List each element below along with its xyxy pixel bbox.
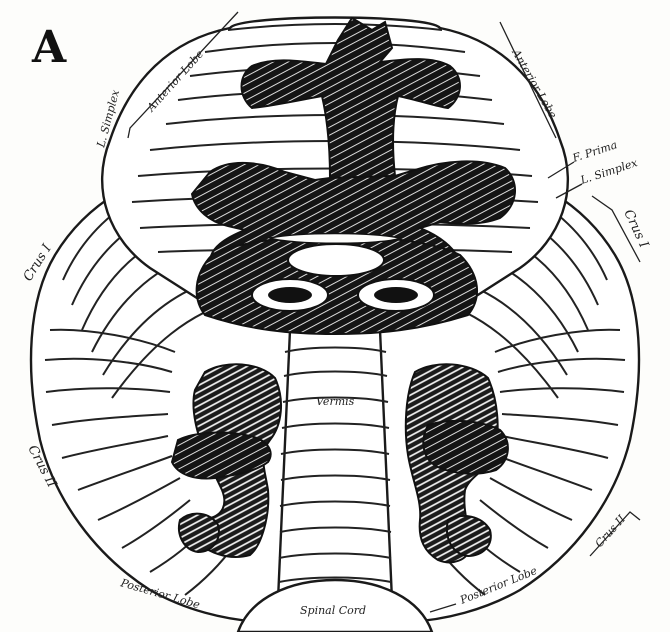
fissura-prima-label: F. Prima [570, 138, 619, 165]
left-ring-core [268, 287, 312, 303]
spinal-cord-label: Spinal Cord [300, 604, 366, 617]
crus-ii-right-label: Crus II [593, 512, 629, 550]
mid-white-band [270, 234, 400, 244]
central-white-oval [288, 244, 384, 276]
panel-label: A [31, 22, 67, 73]
vermis-label: Vermis [316, 395, 355, 408]
vermis: Vermis [278, 323, 392, 605]
right-ring-core [374, 287, 418, 303]
crus-i-right-label: Crus I [620, 207, 651, 251]
